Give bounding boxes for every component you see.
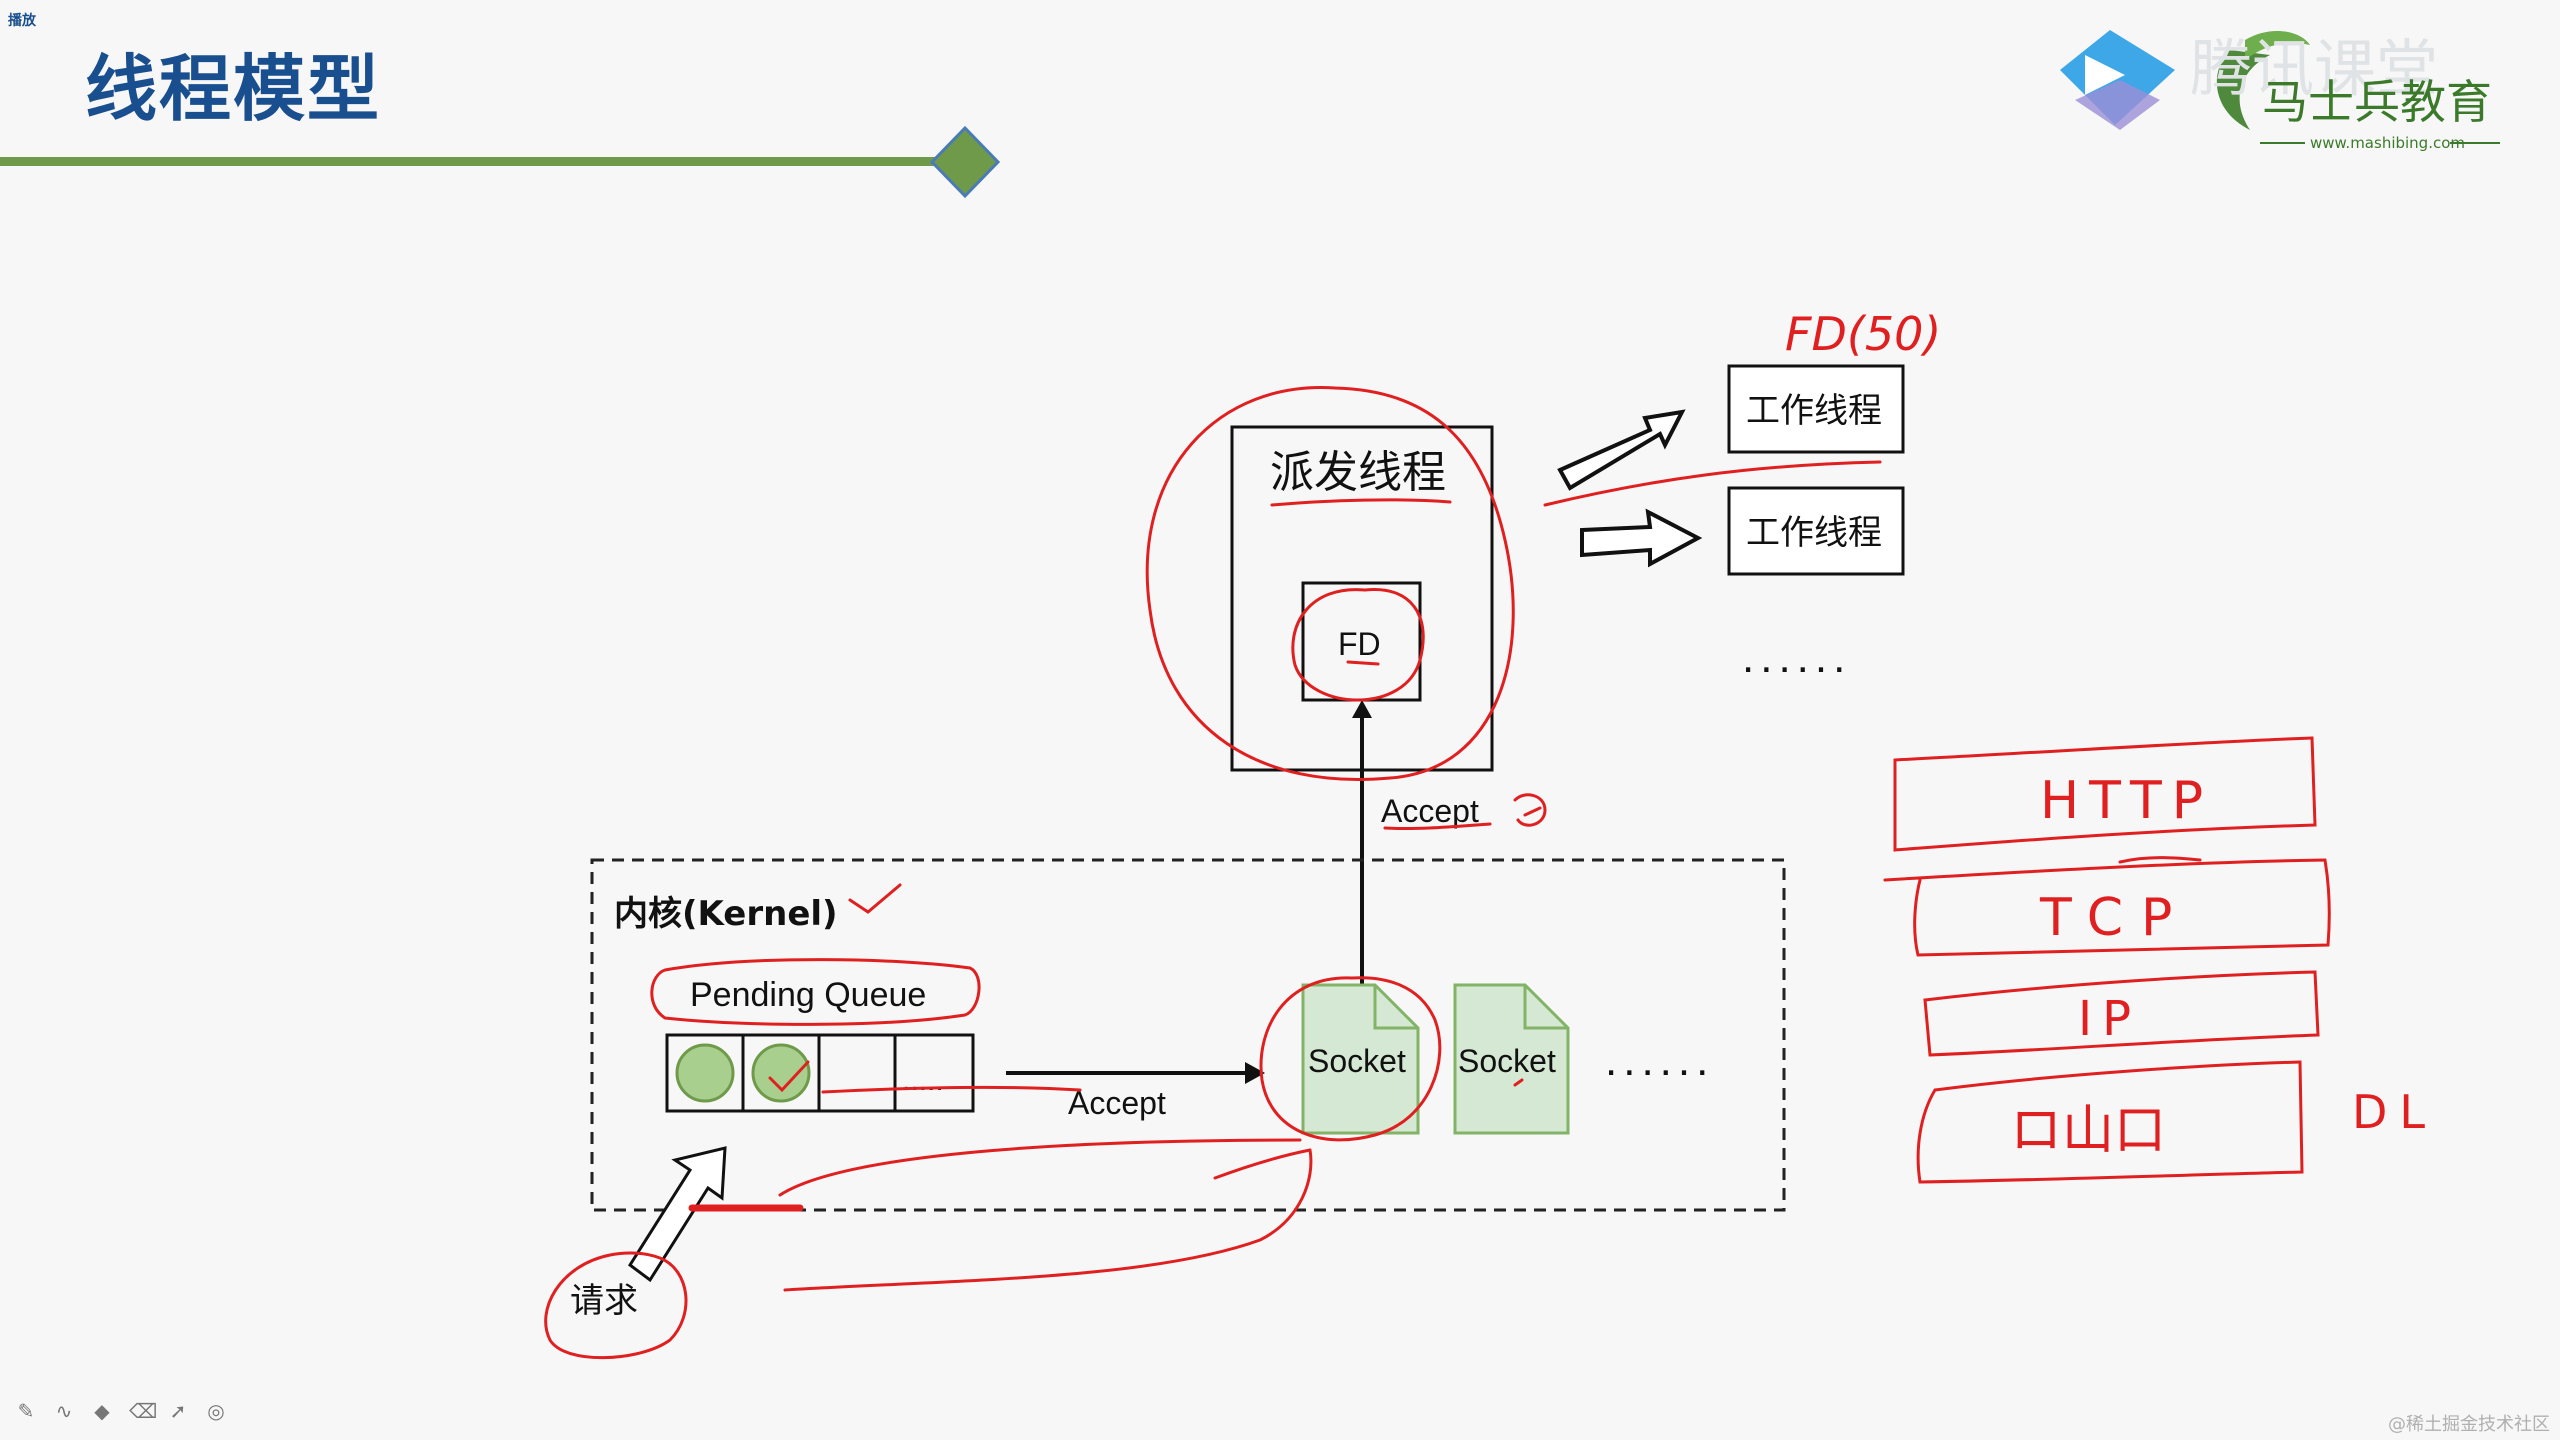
watermark: @稀土掘金技术社区 xyxy=(2388,1414,2550,1435)
dispatch-arrow-2 xyxy=(1580,508,1703,568)
dispatch-arrow-1 xyxy=(1557,409,1686,491)
worker-thread-label-2: 工作线程 xyxy=(1746,513,1882,553)
request-arrow xyxy=(627,1146,727,1283)
logo-url: www.mashibing.com xyxy=(2310,134,2465,152)
corner-tag: 播放 xyxy=(8,13,36,29)
annotation-ip: IP xyxy=(2078,991,2141,1047)
annotation-fd50: FD(50) xyxy=(1785,307,1941,361)
accept-upper-label: Accept xyxy=(1381,793,1479,829)
queue-item xyxy=(751,1043,811,1103)
highlighter-icon[interactable]: ◆ xyxy=(94,1399,110,1423)
socket-more: ...... xyxy=(1605,1036,1714,1085)
dispatch-thread-label: 派发线程 xyxy=(1270,447,1446,498)
annotation-toolbar: ✎ ∿ ◆ ⌫ ➚ ◎ xyxy=(15,1400,227,1422)
worker-thread-box-2 xyxy=(1727,486,1905,576)
worker-more: ...... xyxy=(1742,633,1851,682)
record-icon[interactable]: ◎ xyxy=(207,1399,225,1423)
request-label: 请求 xyxy=(570,1281,638,1321)
page-title: 线程模型 xyxy=(85,47,382,131)
curve-icon[interactable]: ∿ xyxy=(55,1399,73,1423)
queue-cell xyxy=(893,1033,975,1113)
logo-brand-a: 腾讯课堂 xyxy=(2190,32,2438,105)
worker-thread-label-1: 工作线程 xyxy=(1746,391,1882,431)
socket-file-2 xyxy=(1453,983,1570,1135)
annotation-dl: DL xyxy=(2352,1085,2437,1139)
socket-label-2: Socket xyxy=(1458,1043,1556,1079)
queue-item xyxy=(675,1043,735,1103)
title-underline xyxy=(0,157,940,166)
pending-queue-label: Pending Queue xyxy=(690,976,926,1014)
socket-file-1 xyxy=(1301,983,1420,1135)
socket-label-1: Socket xyxy=(1308,1043,1406,1079)
worker-thread-box-1 xyxy=(1727,364,1905,454)
queue-cell xyxy=(817,1033,897,1113)
red-annotations: FD(50) HTTP TCP IP ロ山口 DL xyxy=(544,307,2437,1360)
annotation-tcp: TCP xyxy=(2039,888,2190,948)
pointer-icon[interactable]: ➚ xyxy=(169,1399,187,1423)
pen-icon[interactable]: ✎ xyxy=(17,1399,35,1423)
fd-label: FD xyxy=(1338,626,1381,662)
queue-more: ..... xyxy=(902,1064,944,1097)
kernel-label: 内核(Kernel) xyxy=(614,894,838,934)
annotation-http: HTTP xyxy=(2040,771,2213,831)
pending-queue: ..... xyxy=(665,1033,975,1113)
accept-lower-label: Accept xyxy=(1068,1085,1166,1121)
logo-brand-b: 马士兵教育 xyxy=(2262,75,2492,129)
title-diamond xyxy=(929,125,1001,199)
eraser-icon[interactable]: ⌫ xyxy=(129,1399,158,1423)
kernel-box xyxy=(590,858,1786,1212)
logo: 腾讯课堂 马士兵教育 www.mashibing.com xyxy=(2060,30,2500,152)
annotation-link: ロ山口 xyxy=(2010,1101,2166,1161)
